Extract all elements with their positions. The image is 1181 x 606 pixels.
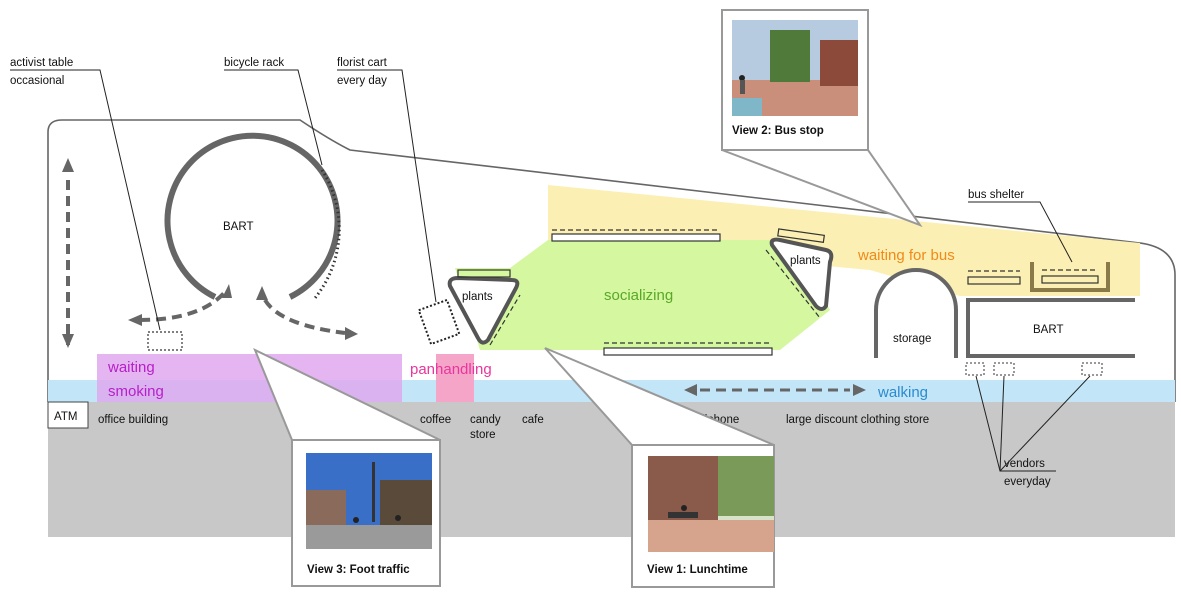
vertical-arrow-head-down <box>62 334 74 348</box>
plants-right-label: plants <box>790 255 821 267</box>
bench-long-top <box>551 233 721 242</box>
atm-box <box>47 401 89 429</box>
arrow-head-right <box>345 327 358 340</box>
plants-left-label: plants <box>462 291 493 303</box>
callout-florist-cart-line1: florist cart <box>337 57 388 69</box>
zone-waiting-label: waiting <box>107 359 155 376</box>
bench-long-bottom <box>603 347 773 356</box>
callout-florist-cart-leader <box>337 69 437 303</box>
callout-activist-table-line1: activist table <box>10 57 73 69</box>
storefront-cafe: cafe <box>522 414 544 426</box>
callout-activist-table-line2: occasional <box>10 75 64 87</box>
zone-panhandling-label: panhandling <box>410 361 492 378</box>
callout-florist-cart-line2: every day <box>337 75 387 87</box>
callout-vendors-line1: vendors <box>1004 458 1045 470</box>
arrow-head-up-left <box>222 284 232 298</box>
waiting-smoking-zone <box>97 354 402 402</box>
arrow-head-left <box>128 314 142 326</box>
zone-smoking-label: smoking <box>108 383 164 400</box>
vendor-stall-3 <box>1081 362 1103 376</box>
vendor-stall-2 <box>993 362 1015 376</box>
view2-photo <box>732 20 858 116</box>
waiting-for-bus-zone <box>548 185 1140 296</box>
bicycle-rack <box>313 169 341 299</box>
panhandling-zone <box>436 354 474 402</box>
bench-right-dashed <box>765 249 821 319</box>
bart-right-label: BART <box>1033 324 1063 336</box>
bench-right-top <box>777 228 826 243</box>
view3-caption: View 3: Foot traffic <box>307 564 410 576</box>
storefront-coffee: coffee <box>420 414 451 426</box>
arrow-head-up-right <box>256 286 268 300</box>
bart-entrance-left <box>164 132 341 300</box>
atm-label: ATM <box>54 411 77 423</box>
building-frontage-band <box>48 402 1175 537</box>
view1-caption: View 1: Lunchtime <box>647 564 748 576</box>
storage-structure <box>874 268 958 358</box>
storefront-clothing: large discount clothing store <box>786 414 929 426</box>
storage-label: storage <box>893 333 931 345</box>
bench-left-top <box>457 269 511 278</box>
bus-shelter <box>1030 262 1110 292</box>
bus-shelter-bench <box>1041 275 1099 284</box>
callout-vendors-leader-2 <box>999 375 1005 472</box>
zone-waiting-for-bus-label: waiting for bus <box>857 247 955 264</box>
storefront-candy-line2: store <box>470 429 496 441</box>
callout-activist-table-leader <box>10 69 161 331</box>
bench-left-dashed <box>489 294 521 346</box>
vendor-stall-1 <box>965 362 985 376</box>
view2-caption: View 2: Bus stop <box>732 125 824 137</box>
bart-exit-arrow-right <box>263 298 346 335</box>
planter-right <box>769 237 834 311</box>
vertical-arrow-head-up <box>62 158 74 172</box>
callout-vendors-leader-3 <box>999 375 1091 472</box>
bart-exit-arrow-left <box>139 290 227 322</box>
zone-socializing-label: socializing <box>604 287 673 304</box>
callout-bicycle-rack-line1: bicycle rack <box>224 57 284 69</box>
bart-left-label: BART <box>223 221 253 233</box>
walking-arrow-head-right <box>853 384 866 396</box>
walking-arrow-head-left <box>684 384 697 396</box>
storefront-candy-line1: candy <box>470 414 501 426</box>
florist-cart <box>417 298 461 346</box>
planter-left <box>447 275 520 345</box>
view3-photo <box>306 453 432 549</box>
activist-table <box>147 331 183 351</box>
callout-bicycle-rack-leader <box>224 69 323 166</box>
callout-bus-shelter-leader <box>968 201 1073 263</box>
view1-photo <box>648 456 774 552</box>
zone-walking-label: walking <box>877 384 928 401</box>
bus-bench-1 <box>967 276 1021 285</box>
callout-bus-shelter-line1: bus shelter <box>968 189 1024 201</box>
storefront-office-building: office building <box>98 414 168 426</box>
bart-entrance-right <box>966 298 1135 358</box>
socializing-zone <box>455 240 830 350</box>
callout-vendors-line2: everyday <box>1004 476 1051 488</box>
